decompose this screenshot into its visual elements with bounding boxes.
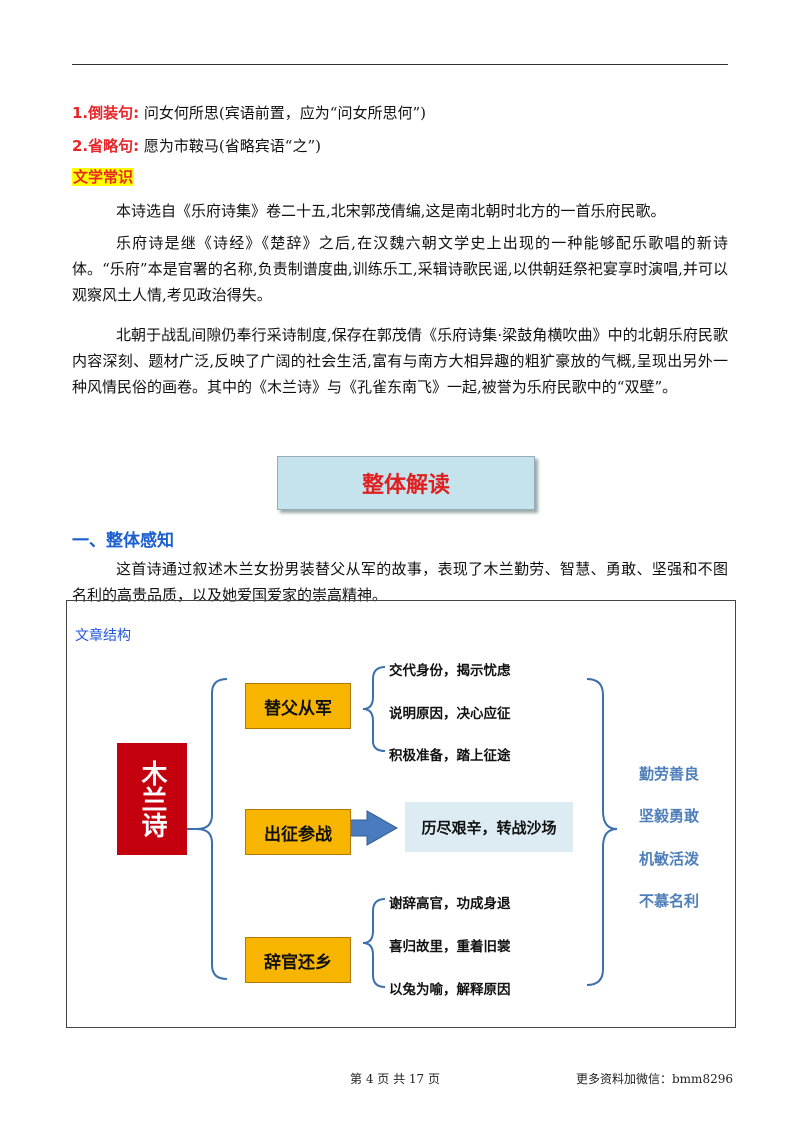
diagram-connectors (187, 666, 618, 988)
page-number: 第 4 页 共 17 页 (350, 1072, 440, 1086)
paragraph: 北朝于战乱间隙仍奉行采诗制度,保存在郭茂倩《乐府诗集·梁鼓角横吹曲》中的北朝乐府… (72, 326, 728, 396)
item-inversion: 1.倒装句: 问女何所思(宾语前置，应为“问女所思何”) (72, 100, 728, 126)
branch-node: 替父从军 (245, 683, 351, 729)
section-banner: 整体解读 (277, 456, 535, 510)
branch-node: 出征参战 (245, 809, 351, 855)
leaf-item: 交代身份，揭示忧虑 (389, 663, 511, 679)
header-rule (72, 64, 728, 65)
item-label: 1.倒装句: (72, 104, 140, 122)
literary-heading: 文学常识 (72, 164, 728, 190)
literary-label: 文学常识 (72, 168, 135, 186)
item-text: 愿为市鞍马(省略宾语“之”) (143, 137, 321, 155)
section-title: 一、整体感知 (72, 531, 174, 551)
leaf-item: 喜归故里，重着旧裳 (389, 939, 511, 955)
footer-contact: 更多资料加微信：bmm8296 (576, 1072, 733, 1086)
main-brace (196, 678, 228, 980)
leaf-item: 说明原因，决心应征 (389, 706, 511, 722)
item-text: 问女何所思(宾语前置，应为“问女所思何”) (143, 104, 426, 122)
leaf-item: 以兔为喻，解释原因 (389, 982, 511, 998)
diagram-title: 文章结构 (75, 628, 131, 644)
trait-label: 不慕名利 (639, 892, 700, 910)
result-box: 历尽艰辛，转战沙场 (405, 802, 573, 852)
item-label: 2.省略句: (72, 137, 140, 155)
trait-label: 坚毅勇敢 (639, 807, 700, 825)
branch-node: 辞官还乡 (245, 937, 351, 983)
summary-paragraph: 这首诗通过叙述木兰女扮男装替父从军的故事，表现了木兰勤劳、智慧、勇敢、坚强和不图… (72, 560, 728, 604)
item-ellipsis: 2.省略句: 愿为市鞍马(省略宾语“之”) (72, 133, 728, 159)
lower-brace (362, 898, 386, 988)
trait-label: 勤劳善良 (639, 765, 700, 783)
upper-brace (362, 666, 386, 752)
leaf-item: 积极准备，踏上征途 (389, 748, 511, 764)
trait-label: 机敏活泼 (639, 850, 700, 868)
paragraph: 本诗选自《乐府诗集》卷二十五,北宋郭茂倩编,这是南北朝时北方的一首乐府民歌。 (116, 202, 666, 220)
paragraph: 乐府诗是继《诗经》《楚辞》之后,在汉魏六朝文学史上出现的一种能够配乐歌唱的新诗体… (72, 234, 728, 304)
traits-brace (586, 678, 618, 986)
leaf-item: 谢辞高官，功成身退 (389, 896, 511, 912)
structure-diagram: 文章结构 木兰诗 替父从军 出征参战 辞官还乡 交代身份，揭示忧虑 说明原因，决… (66, 600, 736, 1028)
root-node: 木兰诗 (117, 743, 187, 855)
